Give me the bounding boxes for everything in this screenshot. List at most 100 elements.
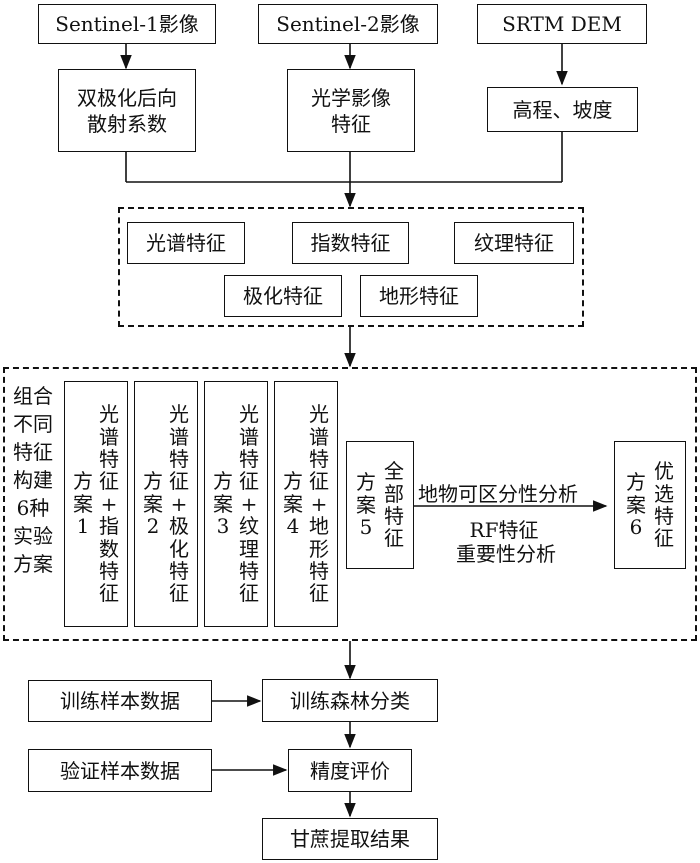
vertical-glyph: 征 xyxy=(654,526,674,551)
accuracy-assessment: 精度评价 xyxy=(288,749,412,792)
vertical-glyph: 案 xyxy=(213,491,233,516)
vertical-glyph: 谱 xyxy=(309,424,329,449)
train-sample-label: 训练样本数据 xyxy=(60,689,180,713)
vertical-glyph: 案 xyxy=(356,492,376,517)
feature-terrain-label: 地形特征 xyxy=(379,284,459,308)
vertical-glyph: 部 xyxy=(384,481,404,506)
vertical-glyph: 指 xyxy=(99,514,119,539)
vertical-glyph: 6 xyxy=(629,515,643,540)
source-srtm-label: SRTM DEM xyxy=(502,12,622,36)
vertical-glyph: 特 xyxy=(309,558,329,583)
arrow-label-separability: 地物可区分性分析 xyxy=(418,482,578,506)
vertical-glyph: 征 xyxy=(169,581,189,606)
feature-spectral: 光谱特征 xyxy=(127,222,245,264)
vertical-glyph: 光 xyxy=(99,402,119,427)
vertical-glyph: 征 xyxy=(309,469,329,494)
vertical-glyph: 数 xyxy=(99,536,119,561)
feature-terrain: 地形特征 xyxy=(360,275,478,317)
experiment-side-label: 组合不同特征构建6种实验方案 xyxy=(13,384,53,576)
vertical-glyph: 谱 xyxy=(239,424,259,449)
vertical-glyph: 方 xyxy=(143,469,163,494)
vertical-glyph: 全 xyxy=(384,459,404,484)
vertical-glyph: 征 xyxy=(99,581,119,606)
vertical-glyph: 特 xyxy=(99,558,119,583)
vertical-glyph: 光 xyxy=(239,402,259,427)
scheme-1-features: 光谱特征+指数特征 xyxy=(96,382,122,626)
vertical-glyph: + xyxy=(170,491,188,516)
accuracy-label: 精度评价 xyxy=(310,758,390,783)
vertical-glyph: 化 xyxy=(169,536,189,561)
arrow-label-importance: 重要性分析 xyxy=(456,542,556,566)
vertical-glyph: 光 xyxy=(309,402,329,427)
vertical-glyph: 特 xyxy=(384,504,404,528)
vertical-glyph: 特 xyxy=(239,558,259,583)
vertical-glyph: 案 xyxy=(626,492,646,517)
feature-index: 指数特征 xyxy=(292,222,409,264)
rf-training: 训练森林分类 xyxy=(262,679,438,722)
vertical-glyph: 方 xyxy=(73,469,93,494)
validation-sample-label: 验证样本数据 xyxy=(60,758,180,783)
feature-polarization-label: 极化特征 xyxy=(243,284,323,308)
vertical-glyph: 理 xyxy=(239,536,259,561)
vertical-glyph: 地 xyxy=(309,514,329,539)
scheme-2-features: 光谱特征+极化特征 xyxy=(166,382,192,626)
optical-line2: 特征 xyxy=(331,111,371,136)
vertical-glyph: 形 xyxy=(309,536,329,561)
vertical-glyph: 特 xyxy=(99,447,119,472)
vertical-glyph: 征 xyxy=(309,581,329,606)
feature-index-label: 指数特征 xyxy=(310,231,391,255)
vertical-glyph: 优 xyxy=(654,459,674,484)
vertical-glyph: 2 xyxy=(146,514,160,539)
arrow-label-rf: RF特征 xyxy=(469,518,539,542)
vertical-glyph: 方 xyxy=(213,469,233,494)
vertical-glyph: 纹 xyxy=(239,514,259,539)
source-sentinel2: Sentinel-2影像 xyxy=(258,4,438,44)
vertical-glyph: 征 xyxy=(384,526,404,551)
vertical-glyph: 极 xyxy=(169,514,189,539)
vertical-glyph: 征 xyxy=(239,469,259,494)
feature-texture-label: 纹理特征 xyxy=(474,231,554,255)
vertical-glyph: 3 xyxy=(216,514,230,539)
train-sample-data: 训练样本数据 xyxy=(28,680,212,722)
source-sentinel1-label: Sentinel-1影像 xyxy=(55,12,199,36)
vertical-glyph: 案 xyxy=(283,491,303,516)
vertical-glyph: 光 xyxy=(169,402,189,427)
vertical-glyph: 谱 xyxy=(169,424,189,449)
vertical-glyph: 4 xyxy=(286,514,300,539)
feature-spectral-label: 光谱特征 xyxy=(146,231,226,255)
scheme-6-features: 优选特征 xyxy=(651,442,677,568)
vertical-glyph: 方 xyxy=(356,470,376,495)
vertical-glyph: 征 xyxy=(239,581,259,606)
source-sentinel1: Sentinel-1影像 xyxy=(38,4,216,44)
vertical-glyph: 方 xyxy=(283,469,303,494)
optical-feature-box: 光学影像 特征 xyxy=(287,69,415,152)
scheme-4-features: 光谱特征+地形特征 xyxy=(306,382,332,626)
vertical-glyph: 征 xyxy=(169,469,189,494)
vertical-glyph: 特 xyxy=(169,447,189,472)
vertical-glyph: 特 xyxy=(239,447,259,472)
feature-group xyxy=(118,207,584,327)
vertical-glyph: 谱 xyxy=(99,424,119,449)
scheme-3-features: 光谱特征+纹理特征 xyxy=(236,382,262,626)
vertical-glyph: 案 xyxy=(143,491,163,516)
vertical-glyph: 选 xyxy=(654,481,674,506)
scheme-5-features: 全部特征 xyxy=(381,442,407,568)
vertical-glyph: 方 xyxy=(626,470,646,495)
terrain-raw-box: 高程、坡度 xyxy=(487,87,638,132)
source-srtm-dem: SRTM DEM xyxy=(477,4,647,44)
vertical-glyph: + xyxy=(310,491,328,516)
terrain-raw-label: 高程、坡度 xyxy=(512,97,613,122)
validation-sample-data: 验证样本数据 xyxy=(28,749,212,792)
vertical-glyph: 特 xyxy=(309,447,329,472)
vertical-glyph: 5 xyxy=(359,515,373,540)
result-label: 甘蔗提取结果 xyxy=(290,827,410,851)
vertical-glyph: 征 xyxy=(99,469,119,494)
